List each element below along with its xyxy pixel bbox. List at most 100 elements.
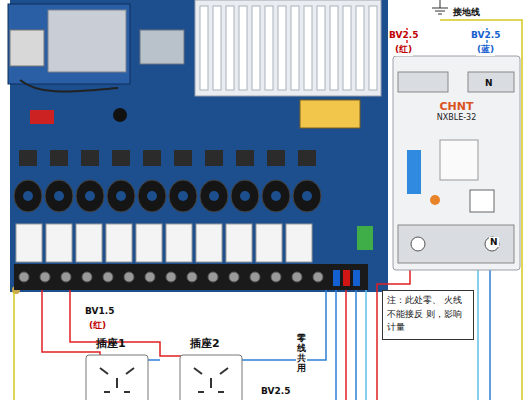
current-sensor-chip: [19, 150, 37, 166]
terminal-mark: N: [484, 78, 494, 88]
relay: [136, 224, 162, 262]
blue-pin: [353, 270, 360, 286]
terminal-screw: [229, 272, 239, 282]
toroid-coil: [169, 180, 197, 212]
wire-spec: BV2.5: [470, 30, 501, 40]
coil-hole: [116, 191, 126, 201]
power-supply: [195, 0, 381, 96]
toroid-coil: [138, 180, 166, 212]
relay: [76, 224, 102, 262]
coil-hole: [302, 191, 312, 201]
coil-hole: [240, 191, 250, 201]
terminal-screw: [19, 272, 29, 282]
terminal-screw: [145, 272, 155, 282]
heatsink-fin: [369, 6, 377, 90]
heatsink-fin: [356, 6, 364, 90]
coil-hole: [271, 191, 281, 201]
buzzer: [113, 108, 127, 122]
module-board: [8, 4, 130, 84]
note-text: 注：此处零、 火线不能接反 则，影响计量: [387, 294, 469, 335]
current-sensor-chip: [298, 150, 316, 166]
toroid-coil: [14, 180, 42, 212]
terminal-screw: [103, 272, 113, 282]
relay: [226, 224, 252, 262]
relay: [256, 224, 282, 262]
socket-label: 插座1: [96, 337, 126, 350]
current-sensor-chip: [81, 150, 99, 166]
terminal-screw: [208, 272, 218, 282]
current-sensor-chip: [267, 150, 285, 166]
meter-wire: [355, 290, 357, 400]
terminal-screw: [166, 272, 176, 282]
relay: [106, 224, 132, 262]
wire-color: (红): [88, 319, 107, 332]
ground-wire: [13, 292, 15, 400]
socket: 插座2: [190, 337, 220, 350]
wires: [14, 20, 522, 400]
blue-pin: [333, 270, 340, 286]
heatsink-fin: [330, 6, 338, 90]
meter-wire: [345, 290, 347, 400]
breaker: [393, 56, 520, 270]
relay: [196, 224, 222, 262]
current-sensor-chip: [174, 150, 192, 166]
heatsink-fin: [343, 6, 351, 90]
toroid-coil: [231, 180, 259, 212]
terminal-screw: [187, 272, 197, 282]
heatsink-fin: [291, 6, 299, 90]
socket: 插座1: [96, 337, 126, 350]
wifi-module: [48, 10, 126, 72]
neutral-out: [489, 270, 491, 400]
green-connector: [357, 226, 373, 250]
heatsink-fin: [200, 6, 208, 90]
heatsink-fin: [317, 6, 325, 90]
wire-spec: BV1.5: [84, 306, 115, 316]
current-sensor-chip: [236, 150, 254, 166]
ground-symbol: [432, 0, 448, 14]
note-box: 注：此处零、 火线不能接反 则，影响计量: [382, 290, 474, 340]
coil-hole: [85, 191, 95, 201]
heatsink-fin: [239, 6, 247, 90]
meter-wire: [335, 290, 337, 400]
wire-spec: BV2.5: [388, 30, 419, 40]
meter-wire: [365, 290, 367, 400]
terminal-screw: [82, 272, 92, 282]
socket: [180, 355, 242, 400]
sim-slot: [10, 30, 44, 66]
toroid-coil: [293, 180, 321, 212]
heatsink-fin: [304, 6, 312, 90]
wire-color: (蓝): [476, 43, 495, 56]
breaker: CHNTNXBLE-32: [393, 100, 520, 123]
terminal-screw: [313, 272, 323, 282]
toroid-coil: [262, 180, 290, 212]
heatsink-fin: [252, 6, 260, 90]
toroid-coil: [76, 180, 104, 212]
heatsink-fin: [265, 6, 273, 90]
coil-hole: [23, 191, 33, 201]
socket: [86, 355, 148, 400]
antenna-cable: [20, 80, 118, 92]
relay: [286, 224, 312, 262]
neutral-out: [477, 270, 479, 400]
relay: [16, 224, 42, 262]
transformer: [300, 100, 360, 128]
terminal-mark: N: [489, 237, 499, 247]
relay-small: [30, 110, 54, 124]
toroid-coil: [200, 180, 228, 212]
coil-hole: [147, 191, 157, 201]
heatsink-fin: [213, 6, 221, 90]
terminal-screw: [292, 272, 302, 282]
ground-label: 接地线: [452, 6, 481, 19]
coil-hole: [54, 191, 64, 201]
heatsink-fin: [226, 6, 234, 90]
wire-color: (红): [394, 43, 413, 56]
terminal-screw: [250, 272, 260, 282]
wire-spec: BV2.5: [260, 386, 291, 396]
coil-hole: [209, 191, 219, 201]
current-sensor-chip: [143, 150, 161, 166]
relay: [46, 224, 72, 262]
shared-neutral: [234, 290, 326, 360]
terminal-screw: [40, 272, 50, 282]
coil-hole: [178, 191, 188, 201]
